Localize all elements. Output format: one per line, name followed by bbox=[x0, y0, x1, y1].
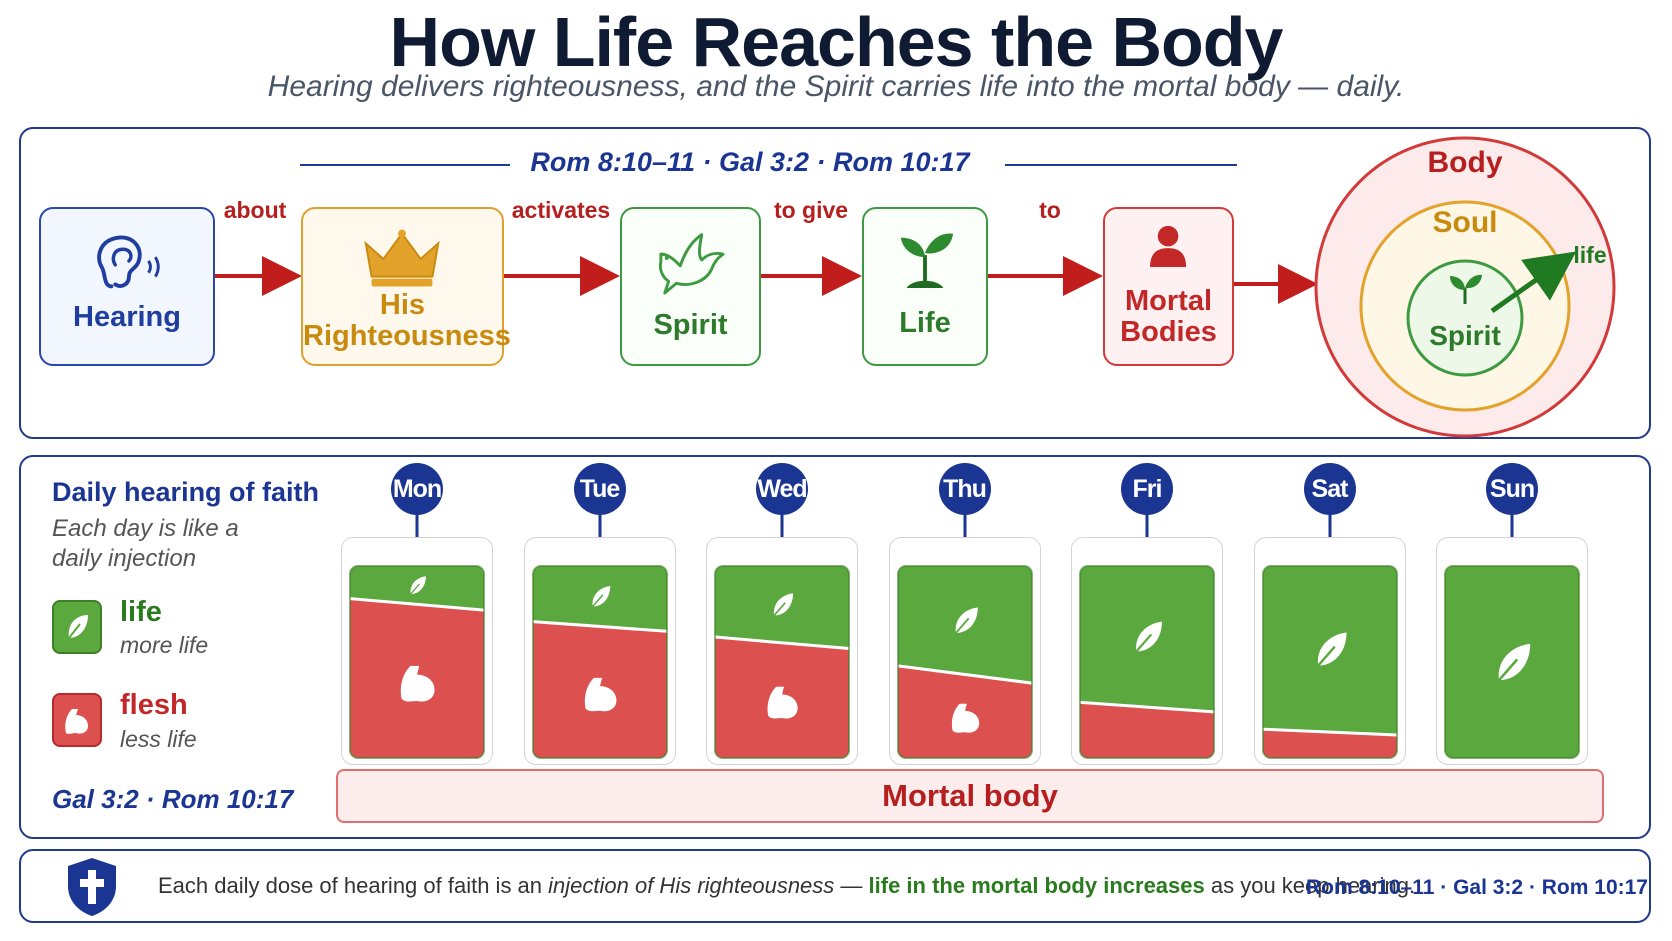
node-spirit-label: Spirit bbox=[653, 309, 728, 341]
life-arrow-label: life bbox=[1573, 242, 1607, 268]
muscle-icon bbox=[65, 709, 88, 734]
day-card-sat bbox=[1253, 537, 1406, 765]
node-life-label: Life bbox=[899, 307, 951, 339]
day-flesh-fill bbox=[1080, 702, 1214, 758]
day-bar-thu bbox=[896, 565, 1033, 759]
day-leaf-icon bbox=[1316, 632, 1347, 667]
day-muscle-icon bbox=[767, 686, 798, 719]
footer-text: Each daily dose of hearing of faith is a… bbox=[158, 873, 1415, 899]
ref-rule-right bbox=[1005, 164, 1237, 166]
page-subtitle: Hearing delivers righteousness, and the … bbox=[267, 70, 1405, 103]
node-righteousness: His Righteousness bbox=[301, 207, 511, 366]
footer-references: Rom 8:10–11 · Gal 3:2 · Rom 10:17 bbox=[1306, 876, 1648, 899]
daily-description: Each day is like a daily injection bbox=[52, 515, 239, 572]
node-righteousness-line1: His bbox=[379, 289, 426, 321]
mortal-body-bar: Mortal body bbox=[336, 769, 1604, 823]
node-mortal-line2: Bodies bbox=[1120, 316, 1217, 348]
day-leaf-icon bbox=[1135, 621, 1162, 653]
day-leaf-icon bbox=[1498, 643, 1531, 682]
shield-cross-icon bbox=[68, 858, 116, 916]
day-leaf-icon bbox=[954, 607, 978, 634]
legend-flesh-swatch bbox=[52, 693, 102, 747]
spirit-label: Spirit bbox=[1429, 320, 1501, 351]
footer-text-part2: injection of His righteousness bbox=[548, 873, 835, 898]
legend-life-swatch bbox=[52, 600, 102, 654]
day-muscle-icon bbox=[584, 677, 616, 712]
dove-icon bbox=[658, 233, 725, 295]
legend-life-sub: more life bbox=[120, 632, 209, 658]
node-hearing: Hearing bbox=[39, 207, 215, 366]
connector-about: about bbox=[223, 197, 287, 223]
connector-activates: activates bbox=[511, 197, 611, 223]
day-bar-sun bbox=[1444, 565, 1580, 759]
day-card-thu bbox=[888, 537, 1041, 765]
node-righteousness-line2: Righteousness bbox=[303, 320, 511, 352]
day-leaf-icon bbox=[773, 593, 794, 617]
footer-text-part1: Each daily dose of hearing of faith is a… bbox=[158, 873, 549, 898]
day-badge-sat: Sat bbox=[1303, 463, 1356, 515]
day-badge-fri: Fri bbox=[1121, 463, 1173, 515]
connector-to-give: to give bbox=[773, 197, 849, 223]
spirit-sprout-icon bbox=[1450, 274, 1482, 304]
node-spirit: Spirit bbox=[620, 207, 761, 366]
node-mortal-line1: Mortal bbox=[1125, 285, 1212, 317]
leaf-icon bbox=[68, 615, 88, 639]
node-mortal-bodies: Mortal Bodies bbox=[1103, 207, 1234, 366]
legend-flesh-label: flesh bbox=[120, 689, 188, 721]
day-bar-wed bbox=[714, 565, 850, 759]
day-bar-sat bbox=[1261, 565, 1398, 759]
flow-references: Rom 8:10–11 · Gal 3:2 · Rom 10:17 bbox=[530, 147, 970, 177]
day-leaf-icon bbox=[591, 585, 610, 607]
day-muscle-icon bbox=[951, 703, 979, 733]
day-badge-sun: Sun bbox=[1486, 463, 1538, 515]
connector-to: to bbox=[1039, 197, 1061, 223]
node-hearing-label: Hearing bbox=[73, 301, 181, 333]
day-card-fri bbox=[1071, 537, 1223, 765]
day-flesh-fill bbox=[1262, 729, 1397, 758]
crown-icon bbox=[364, 229, 440, 287]
page-title: How Life Reaches the Body bbox=[389, 3, 1284, 81]
day-badge-tue: Tue bbox=[573, 463, 626, 515]
spirit-circle bbox=[1406, 259, 1524, 377]
legend-life-label: life bbox=[120, 596, 162, 628]
day-badge-wed: Wed bbox=[756, 463, 808, 515]
legend-flesh-sub: less life bbox=[120, 726, 197, 752]
day-card-wed bbox=[706, 537, 858, 765]
ref-rule-left bbox=[300, 164, 510, 166]
person-icon bbox=[1150, 225, 1187, 267]
sprout-icon bbox=[900, 233, 954, 289]
footer-text-part3: — bbox=[834, 873, 869, 898]
day-bar-fri bbox=[1079, 565, 1215, 759]
footer-panel bbox=[19, 849, 1651, 923]
node-life: Life bbox=[862, 207, 988, 366]
life-arrow bbox=[1490, 251, 1577, 314]
day-badge-mon: Mon bbox=[391, 463, 443, 515]
day-bar-tue bbox=[531, 565, 668, 759]
footer-text-part4: as you keep hearing. bbox=[1204, 873, 1416, 898]
body-label: Body bbox=[1427, 146, 1503, 179]
day-card-sun bbox=[1436, 537, 1588, 765]
day-leaf-icon bbox=[410, 576, 426, 595]
footer-text-highlight: life in the mortal body increases bbox=[868, 873, 1205, 898]
day-muscle-icon bbox=[400, 665, 435, 702]
day-card-mon bbox=[341, 537, 493, 765]
day-card-tue bbox=[523, 537, 676, 765]
ear-icon bbox=[97, 235, 160, 289]
soul-label: Soul bbox=[1432, 206, 1498, 239]
daily-references: Gal 3:2 · Rom 10:17 bbox=[52, 784, 294, 814]
daily-title: Daily hearing of faith bbox=[52, 477, 320, 507]
day-badge-thu: Thu bbox=[938, 463, 991, 515]
day-bar-mon bbox=[349, 565, 485, 759]
